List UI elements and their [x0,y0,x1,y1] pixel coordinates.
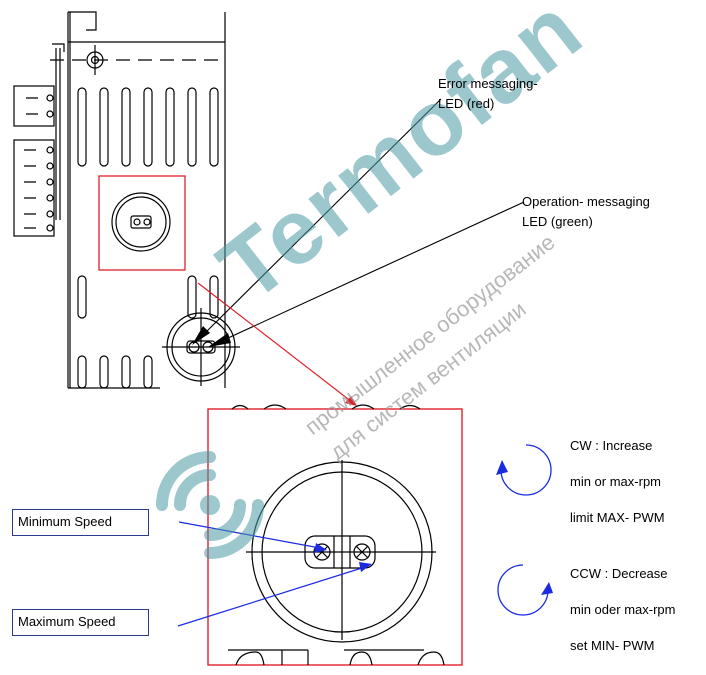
vent-slot [143,355,153,389]
vent-slot [187,87,197,167]
vent-slot [99,355,109,389]
operation-led-label: Operation- messaging LED (green) [522,194,650,229]
vent-slot [77,355,87,389]
maximum-speed-callout: Maximum Speed [12,609,149,636]
vent-slot [209,87,219,167]
vent-slot [143,87,153,167]
vent-slot [99,87,109,167]
vent-slot [187,275,197,319]
vent-slot [209,275,219,319]
error-led-label: Error messaging- LED (red) [438,76,538,111]
ccw-label: CCW : Decrease min oder max-rpm set MIN-… [570,566,676,653]
vent-slot [165,87,175,167]
vent-slot [121,355,131,389]
cw-label: CW : Increase min or max-rpm limit MAX- … [570,438,665,525]
vent-slot [77,87,87,167]
vent-slot [77,275,87,319]
vent-slot [121,87,131,167]
minimum-speed-callout: Minimum Speed [12,509,149,536]
